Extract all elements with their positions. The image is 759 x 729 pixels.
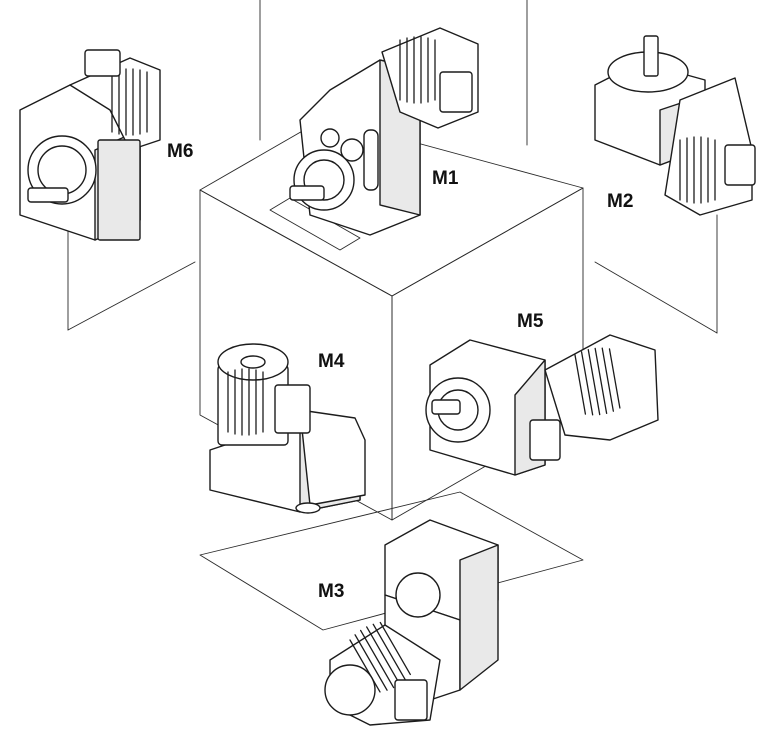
projection-plane-bottom xyxy=(199,491,584,631)
projection-plane-left xyxy=(67,0,261,331)
label-m1: M1 xyxy=(432,168,459,189)
projection-plane-right xyxy=(526,0,718,334)
gear-unit-m6 xyxy=(19,49,161,241)
gear-unit-m2 xyxy=(594,35,756,216)
gear-unit-m5 xyxy=(425,334,659,476)
label-m4: M4 xyxy=(318,351,345,372)
gear-unit-m1 xyxy=(269,27,479,251)
label-m3: M3 xyxy=(318,581,344,602)
gear-unit-m4 xyxy=(209,343,366,514)
label-m6: M6 xyxy=(167,141,193,162)
label-m2: M2 xyxy=(607,191,633,212)
label-m5: M5 xyxy=(517,311,544,332)
gear-unit-m3 xyxy=(324,519,499,726)
